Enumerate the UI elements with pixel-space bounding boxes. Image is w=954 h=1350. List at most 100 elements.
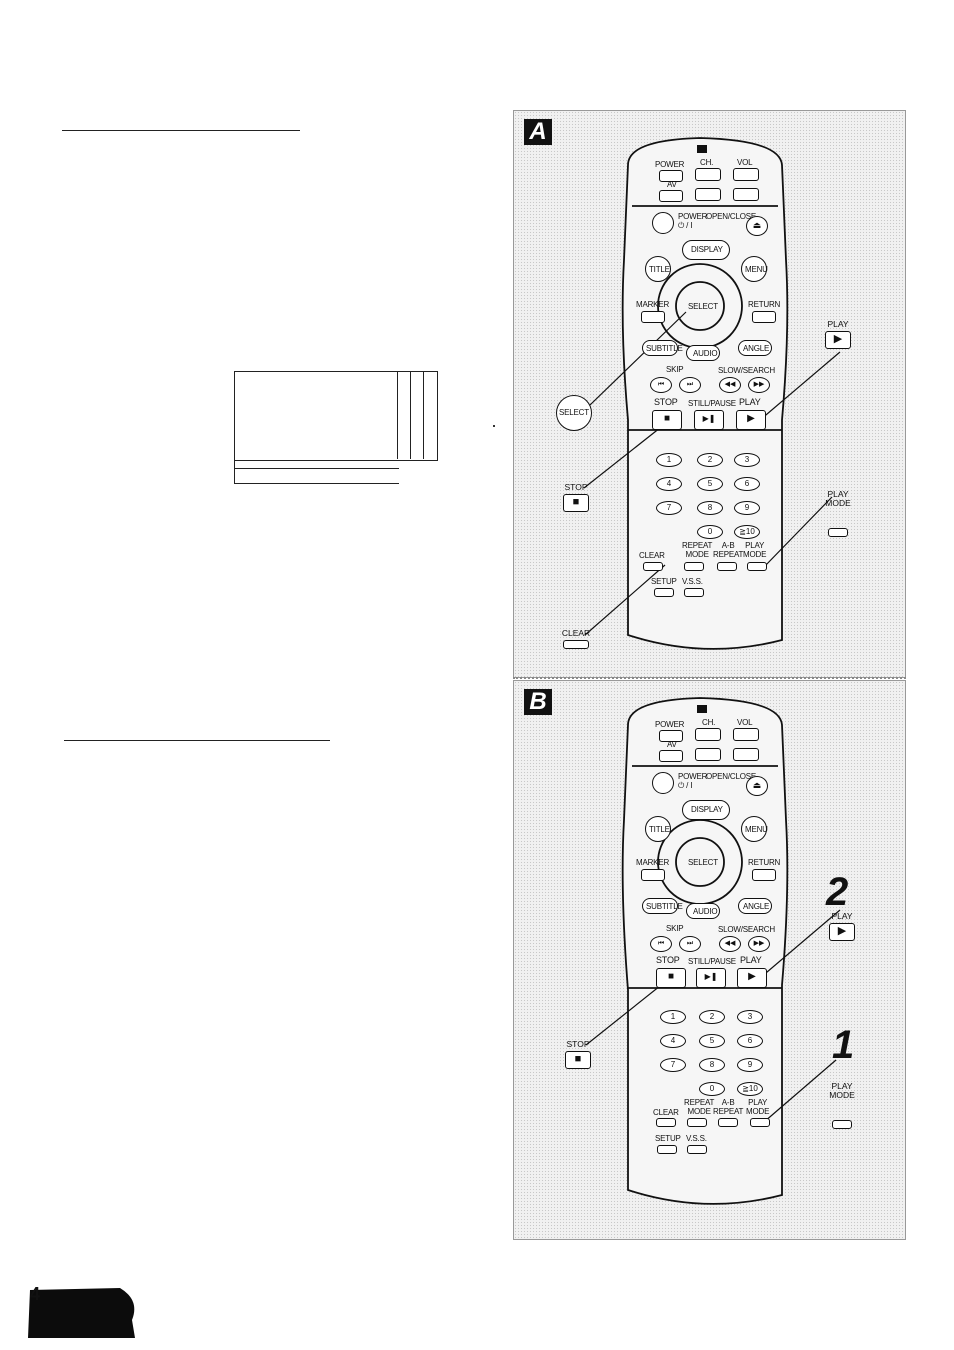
page-number: 4 xyxy=(30,1284,41,1304)
subtitle-button[interactable]: SUBTITLE xyxy=(642,340,683,356)
num-10-button[interactable]: ≧10 xyxy=(737,1082,763,1096)
stop-label: STOP xyxy=(656,955,680,965)
num-6-button[interactable]: 6 xyxy=(734,477,760,491)
tv-power-button[interactable] xyxy=(659,170,683,182)
num-1-button[interactable]: 1 xyxy=(660,1010,686,1024)
num-8-button[interactable]: 8 xyxy=(697,501,723,515)
menu-button[interactable]: MENU xyxy=(741,256,768,282)
num-3-button[interactable]: 3 xyxy=(737,1010,763,1024)
return-button[interactable] xyxy=(752,869,776,881)
skip-back-button[interactable]: ⏮ xyxy=(650,936,672,952)
vss-button[interactable] xyxy=(687,1145,707,1154)
clear-button[interactable] xyxy=(656,1118,676,1127)
stop-button[interactable]: ■ xyxy=(652,410,682,430)
stop-icon: ■ xyxy=(663,413,671,424)
num-9-button[interactable]: 9 xyxy=(737,1058,763,1072)
ch-down-button[interactable] xyxy=(695,748,721,761)
num-4-button[interactable]: 4 xyxy=(656,477,682,491)
num-2-button[interactable]: 2 xyxy=(699,1010,725,1024)
select-label[interactable]: SELECT xyxy=(688,858,718,867)
ab-repeat-button[interactable] xyxy=(717,562,737,571)
num-3-button[interactable]: 3 xyxy=(734,453,760,467)
stop-callout: STOP ■ xyxy=(558,483,594,512)
play-mode-button[interactable] xyxy=(750,1118,770,1127)
still-pause-button[interactable]: ▶❚ xyxy=(694,410,724,430)
num-9-button[interactable]: 9 xyxy=(734,501,760,515)
display-label: DISPLAY xyxy=(691,805,723,814)
skip-fwd-button[interactable]: ⏭ xyxy=(679,936,701,952)
play-button[interactable]: ▶ xyxy=(736,410,766,430)
repeat-mode-button[interactable] xyxy=(687,1118,707,1127)
search-back-button[interactable]: ◀◀ xyxy=(719,936,741,952)
display-button[interactable]: DISPLAY xyxy=(682,800,730,820)
skip-fwd-button[interactable]: ⏭ xyxy=(679,377,701,393)
title-button[interactable]: TITLE xyxy=(645,256,671,282)
angle-button[interactable]: ANGLE xyxy=(738,340,772,356)
search-fwd-button[interactable]: ▶▶ xyxy=(748,377,770,393)
subtitle-button[interactable]: SUBTITLE xyxy=(642,898,683,914)
vss-button[interactable] xyxy=(684,588,704,597)
dvd-power-button[interactable] xyxy=(652,212,674,234)
skip-back-button[interactable]: ⏮ xyxy=(650,377,672,393)
vol-down-button[interactable] xyxy=(733,188,759,201)
av-button[interactable] xyxy=(659,190,683,202)
table-col-line xyxy=(397,371,398,459)
marker-label: MARKER xyxy=(636,300,670,309)
num-8-button[interactable]: 8 xyxy=(699,1058,725,1072)
select-label[interactable]: SELECT xyxy=(688,302,718,311)
marker-button[interactable] xyxy=(641,869,665,881)
stop-callout-label: STOP xyxy=(566,1039,590,1049)
return-button[interactable] xyxy=(752,311,776,323)
stop-button[interactable]: ■ xyxy=(656,968,686,988)
num-1-button[interactable]: 1 xyxy=(656,453,682,467)
tv-power-button[interactable] xyxy=(659,730,683,742)
av-button[interactable] xyxy=(659,750,683,762)
ch-label: CH. xyxy=(700,158,714,167)
clear-button[interactable] xyxy=(643,562,663,571)
num-6-button[interactable]: 6 xyxy=(737,1034,763,1048)
display-button[interactable]: DISPLAY xyxy=(682,240,730,260)
panel-divider xyxy=(513,677,906,679)
num-5-button[interactable]: 5 xyxy=(697,477,723,491)
vol-up-button[interactable] xyxy=(733,168,759,181)
ab-repeat-button[interactable] xyxy=(718,1118,738,1127)
dvd-power-button[interactable] xyxy=(652,772,674,794)
audio-label: AUDIO xyxy=(693,349,718,358)
vol-up-button[interactable] xyxy=(733,728,759,741)
setup-button[interactable] xyxy=(657,1145,677,1154)
title-button[interactable]: TITLE xyxy=(645,816,671,842)
play-button[interactable]: ▶ xyxy=(737,968,767,988)
ch-up-button[interactable] xyxy=(695,728,721,741)
num-7-button[interactable]: 7 xyxy=(660,1058,686,1072)
angle-button[interactable]: ANGLE xyxy=(738,898,772,914)
repeat-mode-button[interactable] xyxy=(684,562,704,571)
still-pause-button[interactable]: ▶❚ xyxy=(696,968,726,988)
marker-button[interactable] xyxy=(641,311,665,323)
title-label: TITLE xyxy=(649,825,670,834)
open-close-button[interactable]: ⏏ xyxy=(746,216,768,236)
ch-down-button[interactable] xyxy=(695,188,721,201)
num-4-button[interactable]: 4 xyxy=(660,1034,686,1048)
section-rule-b xyxy=(64,740,330,741)
vol-down-button[interactable] xyxy=(733,748,759,761)
table-col-line xyxy=(410,371,411,459)
menu-button[interactable]: MENU xyxy=(741,816,768,842)
ch-up-button[interactable] xyxy=(695,168,721,181)
num-5-button[interactable]: 5 xyxy=(699,1034,725,1048)
num-0-button[interactable]: 0 xyxy=(699,1082,725,1096)
rewind-icon: ◀◀ xyxy=(724,940,736,947)
num-2-button[interactable]: 2 xyxy=(697,453,723,467)
num-7-button[interactable]: 7 xyxy=(656,501,682,515)
audio-button[interactable]: AUDIO xyxy=(686,345,720,361)
play-mode-button[interactable] xyxy=(747,562,767,571)
open-close-button[interactable]: ⏏ xyxy=(746,776,768,796)
num-10-button[interactable]: ≧10 xyxy=(734,525,760,539)
search-fwd-button[interactable]: ▶▶ xyxy=(748,936,770,952)
setup-button[interactable] xyxy=(654,588,674,597)
return-label: RETURN xyxy=(748,300,781,309)
num-0-button[interactable]: 0 xyxy=(697,525,723,539)
stop-label: STOP xyxy=(654,397,678,407)
audio-button[interactable]: AUDIO xyxy=(686,903,720,919)
marker-label: MARKER xyxy=(636,858,670,867)
search-back-button[interactable]: ◀◀ xyxy=(719,377,741,393)
